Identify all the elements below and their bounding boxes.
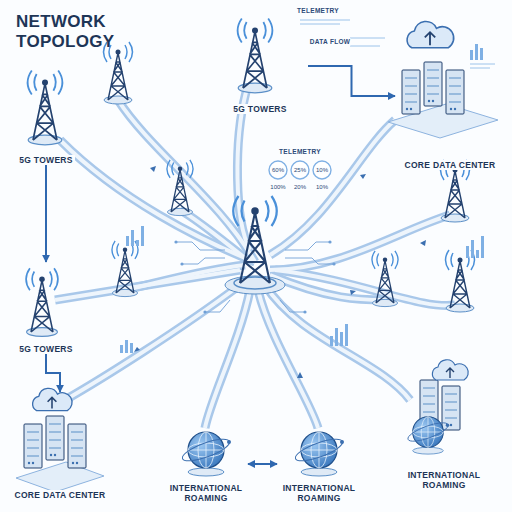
telemetry-label: TELEMETRY <box>296 7 340 14</box>
tower-group: 5G TOWERS <box>8 55 84 165</box>
diagram-title: NETWORK TOPOLOGY <box>16 12 134 51</box>
data-center: CORE DATA CENTER <box>10 392 110 500</box>
node-label: 5G TOWERS <box>17 155 75 165</box>
gauge-value: 20% <box>293 184 307 191</box>
node-label: 5G TOWERS <box>231 104 289 114</box>
gauge-value: 10% <box>315 184 329 191</box>
node-label: INTERNATIONAL ROAMING <box>164 483 248 503</box>
gauge-value: 60% <box>271 167 285 174</box>
roaming-hub: INTERNATIONAL ROAMING <box>385 372 503 490</box>
tower-group: 5G TOWERS <box>212 18 308 114</box>
node-label: INTERNATIONAL ROAMING <box>277 483 361 503</box>
flow-label: DATA FLOW <box>309 38 351 45</box>
gauge-value: 10% <box>315 167 329 174</box>
tower-group: 5G TOWERS <box>6 262 86 354</box>
roaming-hub: INTERNATIONAL ROAMING <box>277 425 361 503</box>
data-pipes <box>55 92 455 428</box>
cell-tower <box>26 18 474 336</box>
node-label: CORE DATA CENTER <box>402 160 497 170</box>
gauge-ring <box>269 161 331 179</box>
globe-icon <box>180 360 468 476</box>
flow-connector <box>248 463 277 465</box>
node-label: INTERNATIONAL ROAMING <box>385 470 503 490</box>
flow-connector <box>308 66 395 96</box>
data-center: CORE DATA CENTER <box>395 22 505 170</box>
flow-connector <box>45 165 47 262</box>
gauge-value: 25% <box>293 167 307 174</box>
telemetry-label: TELEMETRY <box>278 148 322 155</box>
hub-tower <box>225 196 285 294</box>
flow-arrows <box>134 166 426 378</box>
node-label: CORE DATA CENTER <box>12 490 107 500</box>
gauge-value: 100% <box>269 184 286 191</box>
telemetry-lines <box>300 20 495 68</box>
flow-connector <box>46 354 60 392</box>
roaming-hub: INTERNATIONAL ROAMING <box>164 425 248 503</box>
data-center-icon <box>16 21 498 492</box>
node-label: 5G TOWERS <box>17 344 75 354</box>
mini-chart <box>120 44 484 353</box>
